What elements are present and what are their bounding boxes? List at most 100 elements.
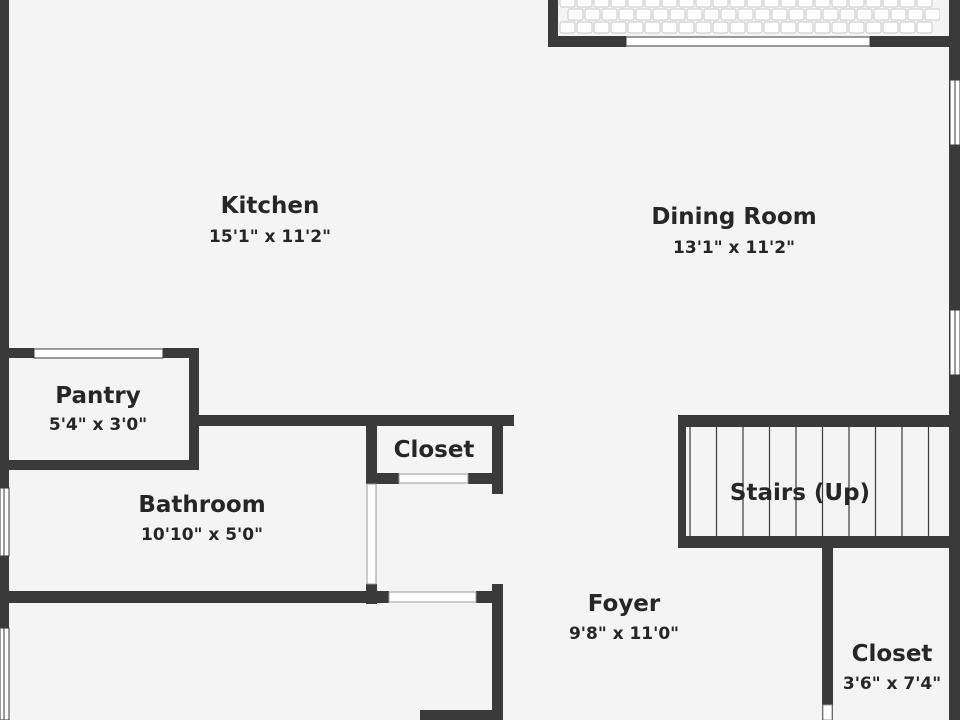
patio-tile xyxy=(712,0,729,8)
patio-tile xyxy=(618,8,635,21)
patio-tile xyxy=(695,0,712,8)
room-name-kitchen: Kitchen xyxy=(221,193,320,219)
patio-tile xyxy=(652,8,669,21)
patio-tile xyxy=(831,0,848,8)
wall-closet-bottom-right xyxy=(468,473,503,484)
room-dims-foyer: 9'8" x 11'0" xyxy=(569,624,679,644)
patio-tile xyxy=(865,21,882,34)
patio-tiles xyxy=(559,0,949,36)
room-closet-foyer: Closet 3'6" x 7'4" xyxy=(843,641,941,694)
patio-tile xyxy=(559,21,576,34)
patio-edge xyxy=(940,0,949,36)
patio-tile xyxy=(669,8,686,21)
room-dims-kitchen: 15'1" x 11'2" xyxy=(209,227,331,247)
patio-tile xyxy=(797,0,814,8)
patio-tile xyxy=(848,21,865,34)
patio-tile xyxy=(678,21,695,34)
opening-foyer-closet xyxy=(822,704,833,720)
patio-tile xyxy=(678,0,695,8)
patio-tile xyxy=(771,8,788,21)
patio-tile xyxy=(601,8,618,21)
patio-tile xyxy=(797,21,814,34)
patio-tile xyxy=(831,21,848,34)
patio-tile xyxy=(712,21,729,34)
wall-bath-bottom xyxy=(0,591,389,603)
wall-entry-bottom xyxy=(420,710,503,720)
wall-top-patio-right xyxy=(870,36,960,47)
patio-tile xyxy=(627,21,644,34)
window-pantry xyxy=(33,348,164,359)
room-name-stairs: Stairs (Up) xyxy=(730,480,870,506)
patio-tile xyxy=(822,8,839,21)
patio-tile xyxy=(899,21,916,34)
patio-tile xyxy=(703,8,720,21)
room-kitchen: Kitchen 15'1" x 11'2" xyxy=(209,193,331,247)
wall-stairs-top xyxy=(678,415,960,427)
room-name-bathroom: Bathroom xyxy=(138,492,265,518)
patio-tile xyxy=(576,0,593,8)
patio-tile xyxy=(763,0,780,8)
patio-tile xyxy=(780,0,797,8)
wall-pantry-right xyxy=(189,348,199,470)
patio-tile xyxy=(805,8,822,21)
wall-kitchen-bottom xyxy=(189,415,514,426)
patio-tile xyxy=(746,21,763,34)
patio-tile xyxy=(593,21,610,34)
patio-tile xyxy=(780,21,797,34)
room-dims-pantry: 5'4" x 3'0" xyxy=(49,415,147,435)
patio-tile xyxy=(916,21,933,34)
opening-closet xyxy=(398,473,469,484)
patio-tile xyxy=(882,21,899,34)
patio-tile xyxy=(686,8,703,21)
wall-left xyxy=(0,0,9,720)
windows xyxy=(0,36,960,720)
room-name-foyer: Foyer xyxy=(588,591,661,617)
patio-tile xyxy=(839,8,856,21)
patio-tile xyxy=(695,21,712,34)
room-closet-small: Closet xyxy=(394,437,475,463)
patio-tile xyxy=(635,8,652,21)
wall-closet-left xyxy=(366,426,377,476)
wall-patio-side xyxy=(548,0,558,47)
room-pantry: Pantry 5'4" x 3'0" xyxy=(49,383,147,435)
patio-tile xyxy=(916,0,933,8)
patio-tile xyxy=(737,8,754,21)
room-bathroom: Bathroom 10'10" x 5'0" xyxy=(138,492,265,545)
opening-bath-door xyxy=(366,483,377,585)
patio-tile xyxy=(814,0,831,8)
patio-tile xyxy=(848,0,865,8)
patio-tile xyxy=(610,0,627,8)
patio-tile xyxy=(567,8,584,21)
patio-tile xyxy=(763,21,780,34)
stair-treads xyxy=(689,427,956,536)
patio-tile xyxy=(856,8,873,21)
patio-tile xyxy=(788,8,805,21)
room-name-closet-small: Closet xyxy=(394,437,475,463)
room-dims-dining: 13'1" x 11'2" xyxy=(673,238,795,258)
wall-pantry-top-right xyxy=(163,348,199,358)
wall-pantry-top-left xyxy=(0,348,34,358)
patio-tile xyxy=(882,0,899,8)
patio-tile xyxy=(907,8,924,21)
patio-tile xyxy=(610,21,627,34)
patio-tile xyxy=(873,8,890,21)
patio-tile xyxy=(865,0,882,8)
patio-tile xyxy=(729,21,746,34)
room-dims-closet-foyer: 3'6" x 7'4" xyxy=(843,674,941,694)
room-stairs: Stairs (Up) xyxy=(730,480,870,506)
wall-top-patio-left xyxy=(548,36,626,47)
patio-tile xyxy=(661,0,678,8)
patio-tile xyxy=(627,0,644,8)
patio-tile xyxy=(644,21,661,34)
patio-tile xyxy=(729,0,746,8)
patio-tile xyxy=(899,0,916,8)
patio-tile xyxy=(593,0,610,8)
room-dims-bathroom: 10'10" x 5'0" xyxy=(141,525,263,545)
wall-stairs-left xyxy=(678,415,686,548)
patio-tile xyxy=(746,0,763,8)
patio-tile xyxy=(890,8,907,21)
room-foyer: Foyer 9'8" x 11'0" xyxy=(569,591,679,644)
room-name-dining: Dining Room xyxy=(651,204,816,230)
